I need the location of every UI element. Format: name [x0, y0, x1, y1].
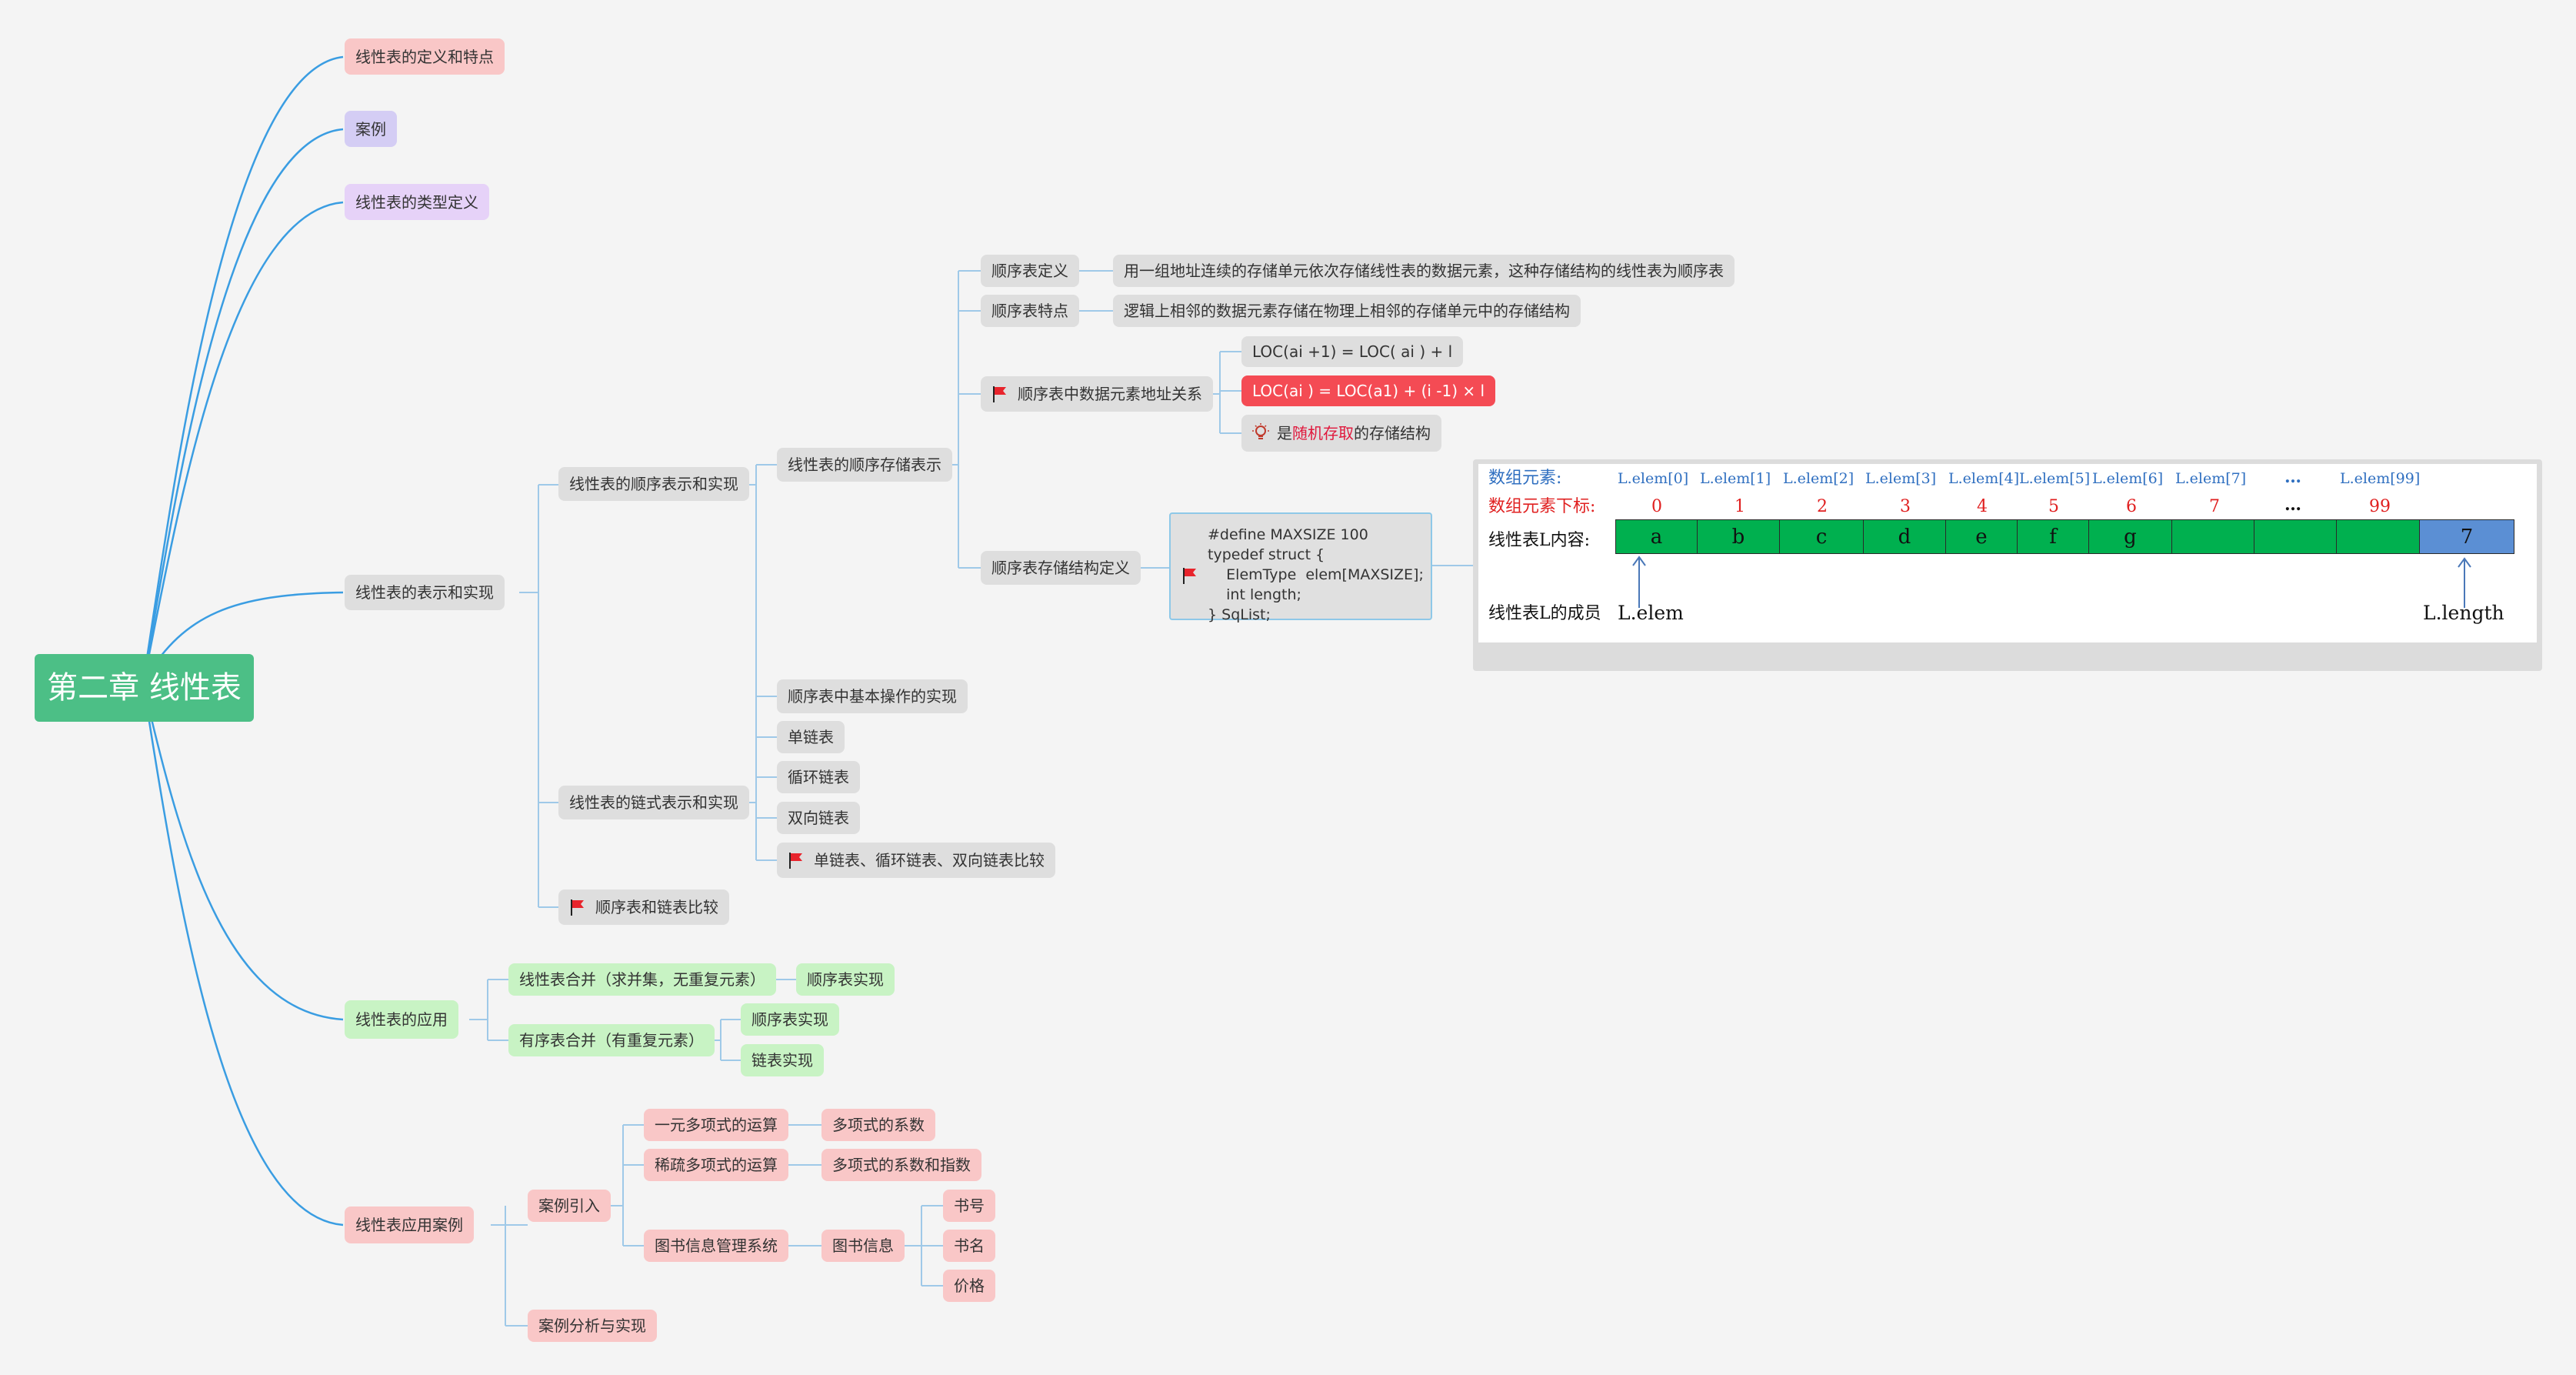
- topic-merge-list-impl[interactable]: 顺序表实现: [796, 963, 895, 996]
- struct-code-block[interactable]: #define MAXSIZE 100 typedef struct { Ele…: [1169, 512, 1432, 623]
- list-members-label: 线性表L的成员: [1488, 604, 1601, 623]
- struct-code-text: #define MAXSIZE 100 typedef struct { Ele…: [1208, 526, 1424, 623]
- topic-application-cases[interactable]: 线性表应用案例: [345, 1206, 474, 1243]
- text-seq-definition[interactable]: 用一组地址连续的存储单元依次存储线性表的数据元素，这种存储结构的线性表为顺序表: [1113, 255, 1735, 287]
- array-cell: a: [1615, 519, 1698, 554]
- member-elem-label: L.elem: [1618, 602, 1684, 624]
- array-elements-label: 数组元素:: [1488, 469, 1562, 488]
- array-cell: c: [1779, 519, 1864, 554]
- red-flag-icon: [789, 853, 802, 869]
- arrow-length-head: [2458, 557, 2471, 568]
- topic-poly-ops[interactable]: 一元多项式的运算: [644, 1109, 788, 1141]
- array-element-3: L.elem[3]: [1865, 470, 1937, 487]
- topic-merge-ordered-linked[interactable]: 链表实现: [741, 1044, 824, 1076]
- array-index-3: 3: [1900, 497, 1911, 516]
- topic-seq-definition[interactable]: 顺序表定义: [981, 255, 1079, 287]
- array-element-4: L.elem[4]: [1948, 470, 2020, 487]
- topic-seq-feature[interactable]: 顺序表特点: [981, 295, 1079, 327]
- member-length-label: L.length: [2423, 602, 2504, 624]
- topic-book-number[interactable]: 书号: [943, 1190, 995, 1222]
- topic-struct-definition[interactable]: 顺序表存储结构定义: [981, 551, 1141, 585]
- random-access-highlight: 随机存取: [1292, 424, 1354, 442]
- array-index-0: 0: [1651, 497, 1662, 516]
- topic-library-system[interactable]: 图书信息管理系统: [644, 1230, 788, 1262]
- array-element-7: L.elem[7]: [2175, 470, 2247, 487]
- array-element-2: L.elem[2]: [1783, 470, 1855, 487]
- connector-application: [145, 696, 344, 1021]
- note-random-access[interactable]: 是随机存取的存储结构: [1241, 415, 1441, 452]
- topic-address-relation[interactable]: 顺序表中数据元素地址关系: [981, 376, 1213, 412]
- topic-doubly-linked[interactable]: 双向链表: [777, 802, 860, 834]
- topic-basic-operations[interactable]: 顺序表中基本操作的实现: [777, 679, 968, 713]
- topic-case-intro[interactable]: 案例引入: [528, 1190, 611, 1222]
- array-cell-length: 7: [2419, 519, 2514, 554]
- red-flag-icon: [993, 386, 1006, 402]
- topic-sequential-storage[interactable]: 线性表的顺序存储表示: [777, 448, 952, 482]
- topic-poly-coeff-exponent[interactable]: 多项式的系数和指数: [821, 1149, 981, 1181]
- array-element-99: L.elem[99]: [2340, 470, 2421, 487]
- array-index-1: 1: [1735, 497, 1745, 516]
- root-topic[interactable]: 第二章 线性表: [35, 654, 254, 722]
- topic-cases[interactable]: 案例: [345, 111, 397, 147]
- topic-linked-compare[interactable]: 单链表、循环链表、双向链表比较: [777, 843, 1055, 878]
- topic-book-price[interactable]: 价格: [943, 1270, 995, 1302]
- connector-typedef: [145, 201, 344, 670]
- array-index-6: 6: [2126, 497, 2137, 516]
- topic-application[interactable]: 线性表的应用: [345, 1000, 458, 1039]
- array-element-ellipsis: …: [2284, 467, 2301, 487]
- connector-application-cases: [145, 701, 344, 1226]
- array-cell: e: [1945, 519, 2018, 554]
- topic-sequential-representation[interactable]: 线性表的顺序表示和实现: [558, 467, 749, 501]
- array-index-99: 99: [2369, 497, 2391, 516]
- array-index-4: 4: [1977, 497, 1988, 516]
- array-cell: [2336, 519, 2420, 554]
- array-index-label: 数组元素下标:: [1488, 497, 1596, 516]
- formula-address-next[interactable]: LOC(ai +1) = LOC( ai ) + l: [1241, 336, 1464, 367]
- topic-representation[interactable]: 线性表的表示和实现: [345, 575, 505, 610]
- light-bulb-icon: [1252, 423, 1269, 439]
- topic-linked-representation[interactable]: 线性表的链式表示和实现: [558, 786, 749, 819]
- topic-singly-linked[interactable]: 单链表: [777, 721, 845, 753]
- topic-sparse-poly-ops[interactable]: 稀疏多项式的运算: [644, 1149, 788, 1181]
- topic-book-name[interactable]: 书名: [943, 1230, 995, 1262]
- topic-book-info[interactable]: 图书信息: [821, 1230, 905, 1262]
- arrow-elem-head: [1632, 556, 1646, 566]
- list-content-label: 线性表L内容:: [1488, 531, 1591, 550]
- topic-merge-list[interactable]: 线性表合并（求并集，无重复元素）: [508, 963, 776, 996]
- connector-cases: [145, 128, 344, 667]
- array-index-2: 2: [1817, 497, 1828, 516]
- red-flag-icon: [1183, 568, 1196, 584]
- random-access-suffix: 的存储结构: [1354, 424, 1431, 442]
- seq-vs-linked-label: 顺序表和链表比较: [595, 898, 718, 916]
- array-cell: [2254, 519, 2337, 554]
- array-element-0: L.elem[0]: [1618, 470, 1689, 487]
- connector-definition: [145, 55, 344, 664]
- array-element-6: L.elem[6]: [2092, 470, 2164, 487]
- array-cell: d: [1863, 519, 1946, 554]
- random-access-prefix: 是: [1277, 424, 1292, 442]
- topic-merge-ordered-seq[interactable]: 顺序表实现: [741, 1003, 839, 1036]
- topic-seq-vs-linked[interactable]: 顺序表和链表比较: [558, 889, 729, 925]
- topic-merge-ordered[interactable]: 有序表合并（有重复元素）: [508, 1024, 715, 1056]
- array-cell: f: [2017, 519, 2089, 554]
- linked-compare-label: 单链表、循环链表、双向链表比较: [814, 851, 1045, 869]
- text-seq-feature[interactable]: 逻辑上相邻的数据元素存储在物理上相邻的存储单元中的存储结构: [1113, 295, 1581, 327]
- array-element-5: L.elem[5]: [2019, 470, 2091, 487]
- red-flag-icon: [571, 899, 584, 916]
- array-cell: g: [2088, 519, 2172, 554]
- array-index-7: 7: [2209, 497, 2220, 516]
- topic-definition[interactable]: 线性表的定义和特点: [345, 38, 505, 75]
- formula-address-general[interactable]: LOC(ai ) = LOC(a1) + (i -1) × l: [1241, 375, 1496, 406]
- topic-poly-coefficients[interactable]: 多项式的系数: [821, 1109, 935, 1141]
- topic-circular-linked[interactable]: 循环链表: [777, 761, 860, 793]
- array-cell: b: [1697, 519, 1780, 554]
- array-index-5: 5: [2048, 497, 2059, 516]
- address-relation-label: 顺序表中数据元素地址关系: [1018, 385, 1202, 403]
- topic-type-definition[interactable]: 线性表的类型定义: [345, 184, 489, 220]
- array-element-1: L.elem[1]: [1700, 470, 1771, 487]
- topic-case-analysis[interactable]: 案例分析与实现: [528, 1310, 657, 1342]
- array-index-ellipsis: …: [2284, 495, 2301, 515]
